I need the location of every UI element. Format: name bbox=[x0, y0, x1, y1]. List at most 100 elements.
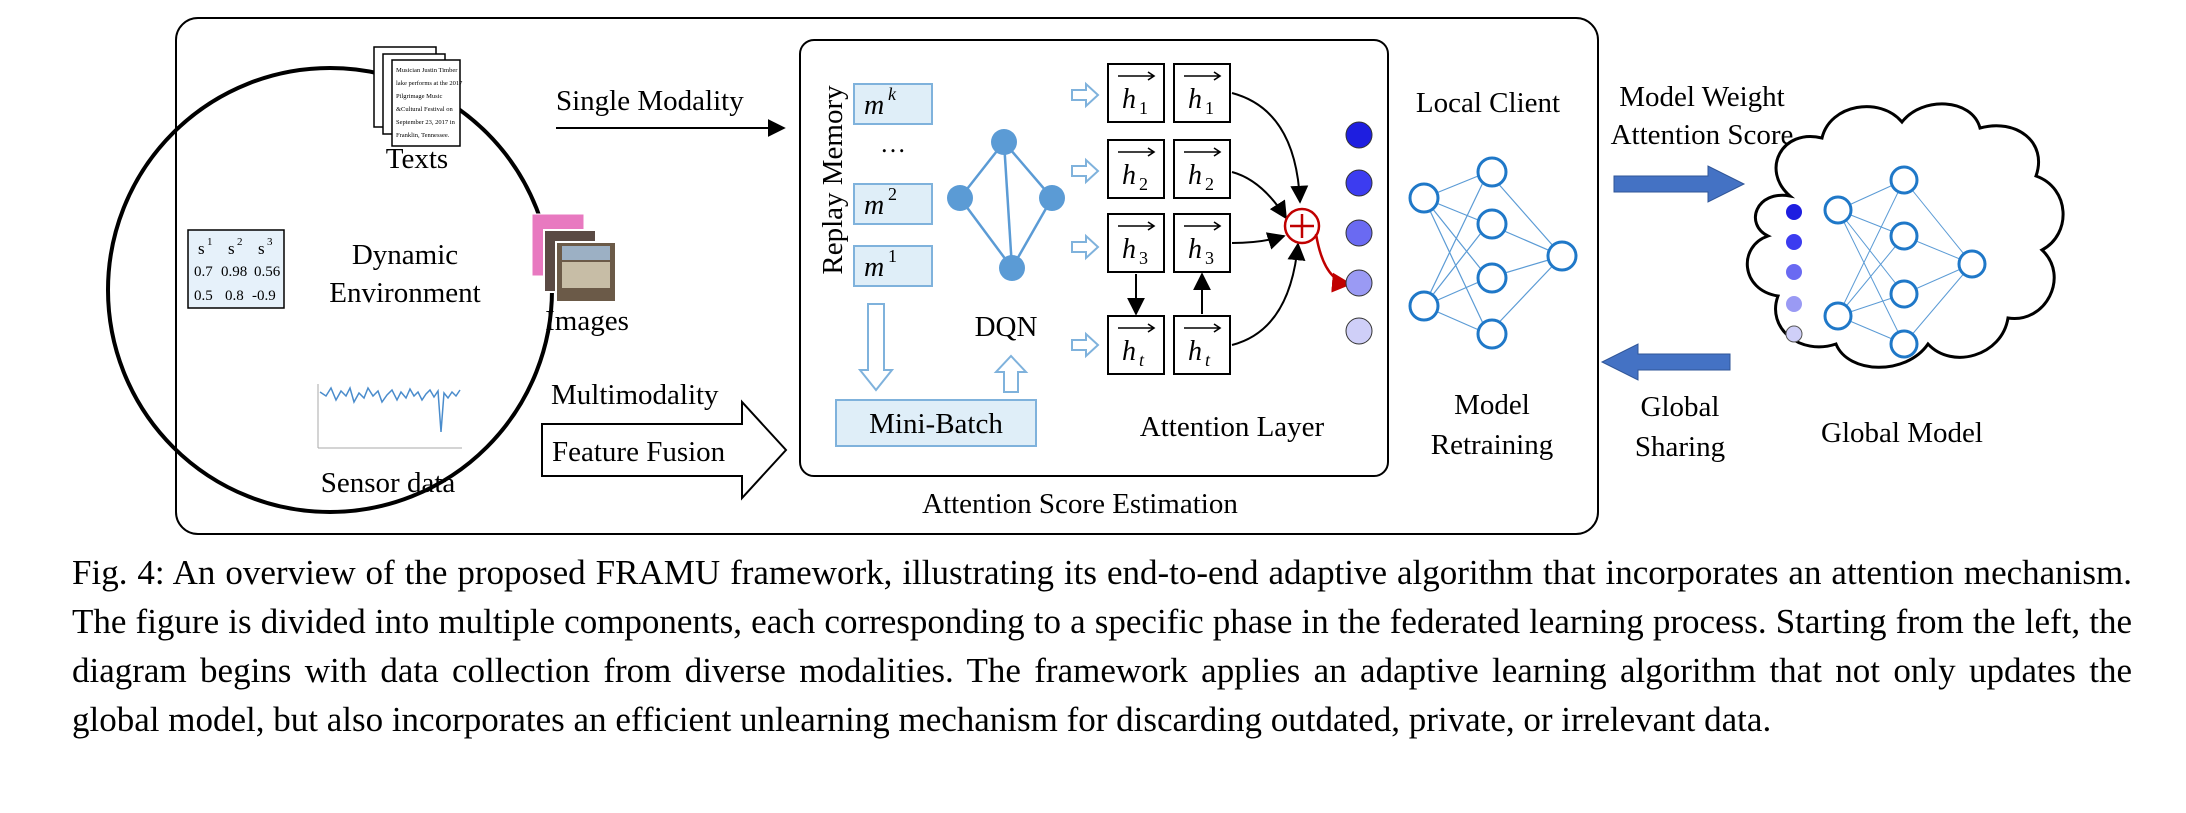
table-cell-r1c3: 0.56 bbox=[254, 264, 281, 280]
dqn-node bbox=[999, 255, 1025, 281]
dqn-node bbox=[991, 129, 1017, 155]
local-input-node bbox=[1408, 290, 1440, 322]
table-cell-r2c1: 0.5 bbox=[194, 288, 213, 304]
global-score-dot bbox=[1786, 204, 1802, 220]
global-output-node bbox=[1957, 249, 1987, 279]
h-subscript: 1 bbox=[1205, 98, 1214, 118]
memory-superscript-k: k bbox=[888, 84, 897, 104]
replay-memory-label: Replay Memory bbox=[817, 85, 849, 275]
global-input-node bbox=[1823, 195, 1853, 225]
score-dot-3 bbox=[1345, 219, 1373, 247]
global-edge bbox=[1837, 179, 1905, 317]
local-edge bbox=[1423, 223, 1489, 307]
vector-arrow-glyph bbox=[1184, 147, 1222, 157]
table-header-3-sup: 3 bbox=[267, 236, 273, 248]
model-retraining-label-1: Model bbox=[1454, 389, 1530, 421]
minibatch-to-dqn-arrow bbox=[993, 354, 1029, 393]
global-score-dot bbox=[1786, 234, 1802, 250]
doc-line-6: Franklin, Tennessee. bbox=[396, 132, 450, 139]
table-header-2: s bbox=[228, 239, 235, 258]
photo-sky bbox=[562, 246, 610, 260]
table-cell-r2c2: 0.8 bbox=[225, 288, 244, 304]
vector-arrow-glyph bbox=[1184, 221, 1222, 231]
h-symbol: h bbox=[1122, 234, 1136, 265]
h-symbol: h bbox=[1188, 234, 1202, 265]
model-retraining-label-2: Retraining bbox=[1431, 429, 1553, 461]
h-subscript: t bbox=[1139, 350, 1145, 370]
global-hidden-node bbox=[1889, 279, 1919, 309]
memory-box-1 bbox=[853, 245, 933, 287]
photo-building bbox=[562, 262, 610, 288]
memory-ellipsis: … bbox=[880, 129, 906, 158]
h-symbol: h bbox=[1188, 336, 1202, 367]
replay-to-minibatch-arrow bbox=[857, 303, 895, 392]
hidden-forward-box-t bbox=[1107, 315, 1165, 375]
figure-caption: Fig. 4: An overview of the proposed FRAM… bbox=[72, 553, 2132, 739]
document-page-front bbox=[391, 59, 461, 147]
vector-arrow-glyph bbox=[1184, 71, 1222, 81]
attention-score-dots bbox=[1345, 121, 1373, 345]
attention-score-box bbox=[799, 39, 1389, 477]
dqn-network bbox=[947, 129, 1065, 281]
global-hidden-node bbox=[1889, 221, 1919, 251]
vector-arrow-glyph bbox=[1118, 71, 1156, 81]
doc-line-1: Musician Justin Timber bbox=[396, 67, 458, 74]
h-subscript: 3 bbox=[1139, 248, 1148, 268]
dynamic-environment-label-2: Environment bbox=[329, 277, 480, 309]
memory-box-k bbox=[853, 83, 933, 125]
dynamic-environment-label-1: Dynamic bbox=[352, 239, 458, 271]
sensor-data-plot bbox=[314, 378, 464, 450]
global-edge bbox=[1837, 235, 1905, 317]
attention-line-3 bbox=[1231, 232, 1286, 250]
local-input-node bbox=[1408, 182, 1440, 214]
attention-line-t bbox=[1231, 242, 1306, 346]
dqn-node bbox=[947, 185, 973, 211]
texts-label: Texts bbox=[386, 143, 448, 175]
doc-line-3: Pilgrimage Music bbox=[396, 93, 443, 100]
hidden-state-rows: h 1 h 1 h 2 h 2 h 3 h 3 h t h t bbox=[1071, 63, 1231, 375]
local-edge bbox=[1487, 171, 1563, 257]
vector-arrow-glyph bbox=[1118, 221, 1156, 231]
mini-batch-box bbox=[835, 399, 1037, 447]
sensor-plot-background bbox=[314, 378, 464, 450]
global-model-network bbox=[1785, 165, 1987, 359]
hidden-forward-box-3 bbox=[1107, 213, 1165, 273]
hidden-forward-box-2 bbox=[1107, 139, 1165, 199]
local-hidden-node bbox=[1476, 156, 1508, 188]
table-header-2-sup: 2 bbox=[237, 236, 243, 248]
model-weight-label: Model Weight bbox=[1619, 81, 1784, 113]
input-arrow-2 bbox=[1071, 157, 1100, 185]
local-hidden-node bbox=[1476, 208, 1508, 240]
hidden-forward-box-1 bbox=[1107, 63, 1165, 123]
global-edge bbox=[1837, 209, 1905, 295]
score-dot-4 bbox=[1345, 269, 1373, 297]
local-client-label: Local Client bbox=[1416, 87, 1560, 119]
tabular-data-card: s 1 s 2 s 3 0.7 0.98 0.56 0.5 0.8 -0.9 bbox=[187, 229, 285, 309]
global-sharing-label-1: Global bbox=[1641, 391, 1720, 423]
dqn-node bbox=[1039, 185, 1065, 211]
dqn-label: DQN bbox=[975, 311, 1038, 343]
single-modality-label: Single Modality bbox=[556, 85, 744, 117]
table-cell-r1c2: 0.98 bbox=[221, 264, 247, 280]
table-header-1: s bbox=[198, 239, 205, 258]
hidden-backward-box-t bbox=[1173, 315, 1231, 375]
hidden-backward-box-1 bbox=[1173, 63, 1231, 123]
score-dot-2 bbox=[1345, 169, 1373, 197]
score-dot-5 bbox=[1345, 317, 1373, 345]
local-edge bbox=[1423, 171, 1489, 307]
sensor-data-label: Sensor data bbox=[321, 467, 456, 499]
dqn-edge bbox=[958, 197, 1014, 269]
download-block-arrow bbox=[1600, 343, 1731, 381]
memory-item-1: m 1 bbox=[853, 245, 933, 287]
framework-diagram: Dynamic Environment Musician Justin Timb… bbox=[106, 17, 2065, 535]
memory-symbol-k: m bbox=[864, 90, 884, 121]
hidden-backward-box-2 bbox=[1173, 139, 1231, 199]
attention-layer-label: Attention Layer bbox=[1140, 411, 1325, 443]
doc-line-2: lake performs at the 2017 bbox=[396, 80, 463, 87]
input-arrow-1 bbox=[1071, 81, 1100, 109]
global-score-dot bbox=[1786, 296, 1802, 312]
mini-batch-label: Mini-Batch bbox=[869, 408, 1003, 440]
attention-combination bbox=[1231, 92, 1352, 346]
texts-document-stack: Musician Justin Timber lake performs at … bbox=[373, 46, 463, 147]
h-subscript: 2 bbox=[1139, 174, 1148, 194]
